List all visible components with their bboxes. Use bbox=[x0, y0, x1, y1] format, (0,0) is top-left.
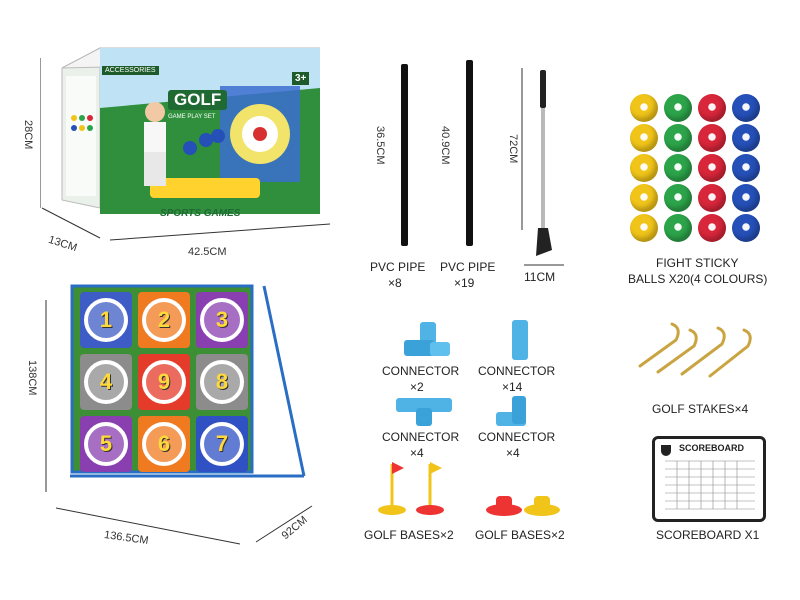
ball-green bbox=[664, 124, 692, 152]
ball-blue bbox=[732, 94, 760, 122]
target-ring: 5 bbox=[84, 422, 128, 466]
target-number: 9 bbox=[157, 369, 171, 394]
target-square[interactable]: 1 bbox=[80, 292, 132, 348]
connector1-name: CONNECTOR bbox=[382, 364, 460, 378]
target-ring: 2 bbox=[142, 298, 186, 342]
golf-stakes-icon bbox=[638, 322, 752, 378]
target-square[interactable]: 5 bbox=[80, 416, 132, 472]
connector-elbow-icon bbox=[496, 396, 526, 426]
pvc-pipe-long bbox=[466, 60, 473, 246]
golf-subtitle: GAME PLAY SET bbox=[168, 114, 216, 120]
age-badge: 3+ bbox=[292, 72, 310, 85]
connector4-name: CONNECTOR bbox=[478, 430, 556, 444]
ball-red bbox=[698, 154, 726, 182]
target-square[interactable]: 3 bbox=[196, 292, 248, 348]
golf-title: GOLF bbox=[168, 90, 228, 110]
bases2-label: GOLF BASES×2 bbox=[475, 528, 565, 542]
ball-yellow bbox=[630, 124, 658, 152]
target-square[interactable]: 2 bbox=[138, 292, 190, 348]
target-number: 1 bbox=[99, 307, 113, 332]
connector-corner-icon bbox=[404, 322, 450, 356]
target-square[interactable]: 6 bbox=[138, 416, 190, 472]
pipe2-qty: ×19 bbox=[454, 276, 475, 290]
connector3-name: CONNECTOR bbox=[382, 430, 460, 444]
target-ring: 4 bbox=[84, 360, 128, 404]
ball-red bbox=[698, 94, 726, 122]
ball-yellow bbox=[630, 154, 658, 182]
scoreboard-grid bbox=[661, 445, 755, 510]
ball-red bbox=[698, 214, 726, 242]
club-length-label: 72CM bbox=[507, 134, 519, 164]
target-ring: 8 bbox=[200, 360, 244, 404]
scoreboard-label: SCOREBOARD X1 bbox=[656, 528, 760, 542]
accessories-label: ACCESSORIES bbox=[102, 66, 159, 75]
sticky-balls-grid bbox=[630, 94, 762, 244]
connector2-name: CONNECTOR bbox=[478, 364, 556, 378]
target-grid: 1 2 3 4 9 8 5 6 7 bbox=[80, 292, 248, 472]
stakes-label: GOLF STAKES×4 bbox=[652, 402, 749, 416]
target-number: 7 bbox=[215, 431, 229, 456]
connector-straight-icon bbox=[512, 320, 528, 360]
bases1-label: GOLF BASES×2 bbox=[364, 528, 454, 542]
box-width-label: 42.5CM bbox=[188, 246, 227, 258]
ball-blue bbox=[732, 124, 760, 152]
pipe1-qty: ×8 bbox=[388, 276, 402, 290]
target-number: 4 bbox=[99, 369, 113, 394]
connector1-qty: ×2 bbox=[410, 380, 424, 394]
connector-tee-icon bbox=[396, 398, 452, 426]
target-ring: 7 bbox=[200, 422, 244, 466]
ball-blue bbox=[732, 214, 760, 242]
connector4-qty: ×4 bbox=[506, 446, 520, 460]
club-size-label: 11CM bbox=[524, 270, 556, 284]
pipe1-name: PVC PIPE bbox=[370, 260, 426, 274]
target-net: 1 2 3 4 9 8 5 6 7 bbox=[44, 280, 324, 590]
ball-red bbox=[698, 184, 726, 212]
golf-base-cups-icon bbox=[486, 496, 560, 516]
golf-club bbox=[521, 68, 564, 266]
connector3-qty: ×4 bbox=[410, 446, 424, 460]
target-ring: 9 bbox=[142, 360, 186, 404]
scoreboard-title: SCOREBOARD bbox=[679, 443, 745, 453]
target-ring: 6 bbox=[142, 422, 186, 466]
target-number: 2 bbox=[157, 307, 171, 332]
box-outline bbox=[39, 47, 331, 241]
pipe2-length: 40.9CM bbox=[439, 126, 451, 165]
ball-green bbox=[664, 184, 692, 212]
balls-line1: FIGHT STICKY bbox=[656, 256, 739, 270]
ball-blue bbox=[732, 154, 760, 182]
target-square[interactable]: 7 bbox=[196, 416, 248, 472]
ball-green bbox=[664, 214, 692, 242]
ball-red bbox=[698, 124, 726, 152]
ball-blue bbox=[732, 184, 760, 212]
pvc-pipe-short bbox=[401, 64, 408, 246]
product-box: ACCESSORIES GOLF GAME PLAY SET SPORTS GA… bbox=[39, 28, 340, 248]
target-ring: 1 bbox=[84, 298, 128, 342]
scoreboard: SCOREBOARD bbox=[652, 436, 766, 522]
pipe2-name: PVC PIPE bbox=[440, 260, 496, 274]
target-number: 8 bbox=[215, 369, 229, 394]
ball-yellow bbox=[630, 94, 658, 122]
connector2-qty: ×14 bbox=[502, 380, 523, 394]
ball-green bbox=[664, 154, 692, 182]
sports-games-text: SPORTS GAMES bbox=[160, 208, 241, 219]
target-height-label: 138CM bbox=[26, 360, 38, 396]
golf-base-flags-icon bbox=[378, 462, 444, 515]
target-square[interactable]: 9 bbox=[138, 354, 190, 410]
balls-line2: BALLS X20(4 COLOURS) bbox=[628, 272, 768, 286]
target-square[interactable]: 8 bbox=[196, 354, 248, 410]
target-number: 6 bbox=[157, 431, 171, 456]
ball-yellow bbox=[630, 184, 658, 212]
target-number: 3 bbox=[215, 307, 229, 332]
ball-green bbox=[664, 94, 692, 122]
box-height-label: 28CM bbox=[22, 120, 34, 150]
ball-yellow bbox=[630, 214, 658, 242]
target-ring: 3 bbox=[200, 298, 244, 342]
target-square[interactable]: 4 bbox=[80, 354, 132, 410]
target-number: 5 bbox=[99, 431, 113, 456]
pipe1-length: 36.5CM bbox=[374, 126, 386, 165]
